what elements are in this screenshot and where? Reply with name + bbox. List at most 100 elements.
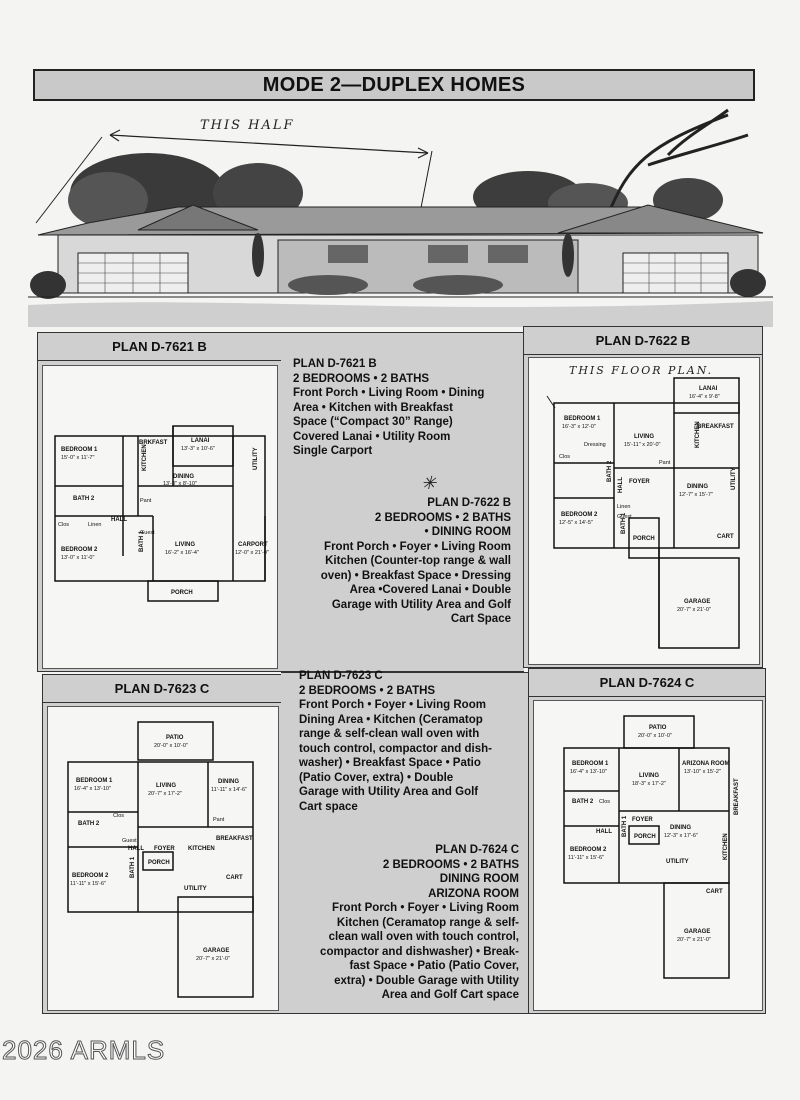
fp3-bedroom2-dim: 11'-11" x 15'-6" xyxy=(70,881,106,887)
d7624c-desc-line: Area and Golf Cart space xyxy=(381,989,519,1001)
fp1-bedroom1-dim: 15'-0" x 11'-7" xyxy=(61,455,94,461)
fp1-bath1: BATH 1 xyxy=(139,530,145,552)
fp2-bedroom2: BEDROOM 2 xyxy=(561,512,598,518)
d7623c-desc-line: (Patio Cover, extra) • Double xyxy=(299,771,454,784)
fp2-garage: GARAGE xyxy=(684,599,710,605)
footer-watermark: 2026 ARMLS xyxy=(1,1035,166,1066)
plan-d7624c-panel: PLAN D-7624 C PATIO 20'-0" x 10'-0" BEDR… xyxy=(528,668,766,1014)
fp3-hall: HALL xyxy=(128,846,144,852)
fp2-dressing: Dressing xyxy=(584,442,606,448)
fp1-living: LIVING xyxy=(175,542,195,548)
fp1-living-dim: 16'-2" x 16'-4" xyxy=(165,550,199,556)
fp2-porch: PORCH xyxy=(633,536,655,542)
fp4-bath1: BATH 1 xyxy=(622,815,628,837)
d7624c-desc-line: Kitchen (Ceramatop range & self- xyxy=(336,916,519,929)
plan-d7621b-heading: PLAN D-7621 B xyxy=(38,333,281,361)
d7624c-desc-line: DINING ROOM xyxy=(439,873,519,885)
fp2-linen: Linen xyxy=(617,504,630,510)
d7621b-desc-title: PLAN D-7621 B xyxy=(293,358,377,370)
d7624c-desc-line: extra) • Double Garage with Utility xyxy=(334,974,519,987)
d7624c-desc-line: clean wall oven with touch control, xyxy=(328,931,519,943)
plan-d7623c-heading: PLAN D-7623 C xyxy=(43,675,281,703)
fp1-kitchen: KITCHEN xyxy=(142,444,148,471)
center-description-bottom: PLAN D-7623 C 2 BEDROOMS • 2 BATHS Front… xyxy=(281,670,528,1014)
d7622b-desc-line: oven) • Breakfast Space • Dressing xyxy=(320,569,511,582)
fp4-hall: HALL xyxy=(596,829,612,835)
fp4-arizona: ARIZONA ROOM xyxy=(682,761,729,767)
fp4-clos: Clos xyxy=(599,799,610,805)
d7623c-desc-line: Garage with Utility Area and Golf xyxy=(299,786,479,798)
fp2-breakfast: BREAKFAST xyxy=(697,424,734,430)
d7621b-desc-line: Covered Lanai • Utility Room xyxy=(293,430,451,443)
d7621b-desc-line: Single Carport xyxy=(293,445,373,457)
fp2-bedroom1-dim: 16'-3" x 12'-0" xyxy=(562,424,596,430)
fp3-dining-dim: 11'-11" x 14'-6" xyxy=(211,787,247,793)
d7622b-desc-line: 2 BEDROOMS • 2 BATHS xyxy=(374,511,511,524)
d7621b-desc-line: Area • Kitchen with Breakfast xyxy=(293,401,453,414)
fp4-dining: DINING xyxy=(670,825,691,831)
plan-d7622b-floorplan-area: THIS FLOOR PLAN. BEDROOM 1 16'-3" x 12'-… xyxy=(528,357,760,665)
fp2-dining-dim: 12'-7" x 15'-7" xyxy=(679,492,713,498)
plan-d7624c-heading: PLAN D-7624 C xyxy=(529,669,765,697)
fp3-clos: Clos xyxy=(113,813,124,819)
d7621b-desc-line: 2 BEDROOMS • 2 BATHS xyxy=(293,372,430,385)
fp3-patio-dim: 20'-0" x 10'-0" xyxy=(154,743,188,749)
d7621b-description: PLAN D-7621 B 2 BEDROOMS • 2 BATHS Front… xyxy=(293,357,518,459)
fp4-patio-dim: 20'-0" x 10'-0" xyxy=(638,733,672,739)
plan-d7621b-floorplan: BEDROOM 1 15'-0" x 11'-7" BRKFAST KITCHE… xyxy=(54,425,269,602)
fp3-bedroom1: BEDROOM 1 xyxy=(76,778,113,784)
fp4-breakfast: BREAKFAST xyxy=(734,778,740,815)
d7624c-desc-line: fast Space • Patio (Patio Cover, xyxy=(349,960,519,972)
plan-d7624c-floorplan: PATIO 20'-0" x 10'-0" BEDROOM 1 16'-4" x… xyxy=(563,715,740,979)
page-title-bar: MODE 2—DUPLEX HOMES xyxy=(33,69,755,101)
plan-d7623c-floorplan: PATIO 20'-0" x 10'-0" BEDROOM 1 16'-4" x… xyxy=(67,721,254,998)
fp1-dining-dim: 13'-3" x 8'-10" xyxy=(163,481,197,487)
fp4-living: LIVING xyxy=(639,773,659,779)
fp3-living: LIVING xyxy=(156,783,176,789)
fp1-hall: HALL xyxy=(111,517,127,523)
d7623c-desc-line: Front Porch • Foyer • Living Room xyxy=(299,699,486,711)
d7621b-desc-line: Space (“Compact 30” Range) xyxy=(293,416,453,428)
d7622b-desc-title: PLAN D-7622 B xyxy=(427,497,511,509)
d7624c-desc-title: PLAN D-7624 C xyxy=(435,844,519,856)
fp1-lanai: LANAI xyxy=(191,438,210,444)
fp1-bedroom2: BEDROOM 2 xyxy=(61,547,98,553)
fp1-brkfast: BRKFAST xyxy=(139,440,168,446)
fp4-kitchen: KITCHEN xyxy=(723,833,729,860)
fp3-bedroom1-dim: 16'-4" x 13'-10" xyxy=(74,786,111,792)
plan-d7621b-floorplan-area: BEDROOM 1 15'-0" x 11'-7" BRKFAST KITCHE… xyxy=(42,365,278,669)
fp3-garage: GARAGE xyxy=(203,948,229,954)
page-title: MODE 2—DUPLEX HOMES xyxy=(262,73,526,96)
fp3-patio: PATIO xyxy=(166,735,184,741)
fp2-bedroom2-dim: 12'-5" x 14'-5" xyxy=(559,520,593,526)
center-description-top: PLAN D-7621 B 2 BEDROOMS • 2 BATHS Front… xyxy=(281,332,524,672)
fp2-bedroom1: BEDROOM 1 xyxy=(564,416,601,422)
fp4-bedroom1: BEDROOM 1 xyxy=(572,761,609,767)
fp3-garage-dim: 20'-7" x 21'-0" xyxy=(196,956,230,962)
plan-d7622b-floorplan: BEDROOM 1 16'-3" x 12'-0" LIVING 15'-11"… xyxy=(546,377,740,649)
d7622b-desc-line: Area •Covered Lanai • Double xyxy=(349,584,511,596)
d7623c-desc-line: Cart space xyxy=(299,800,358,813)
fp2-garage-dim: 20'-7" x 21'-0" xyxy=(677,607,711,613)
d7623c-desc-title: PLAN D-7623 C xyxy=(299,670,383,682)
fp3-bedroom2: BEDROOM 2 xyxy=(72,873,109,879)
plan-d7622b-heading: PLAN D-7622 B xyxy=(524,327,762,355)
fp2-bath1: BATH 1 xyxy=(621,512,627,534)
fp4-garage: GARAGE xyxy=(684,929,710,935)
star-mark: ✳ xyxy=(421,473,439,494)
d7622b-desc-line: Cart Space xyxy=(450,613,511,625)
d7623c-desc-line: touch control, compactor and dish- xyxy=(299,742,492,755)
fp2-clos: Clos xyxy=(559,454,570,460)
fp2-foyer: FOYER xyxy=(629,479,650,485)
fp3-bath1: BATH 1 xyxy=(130,856,136,878)
fp1-bedroom2-dim: 13'-0" x 11'-0" xyxy=(61,555,94,561)
fp4-bedroom1-dim: 16'-4" x 13'-10" xyxy=(570,769,607,775)
fp3-living-dim: 20'-7" x 17'-2" xyxy=(148,791,182,797)
d7623c-desc-line: 2 BEDROOMS • 2 BATHS xyxy=(299,684,436,697)
fp1-pant: Pant xyxy=(140,498,152,504)
fp4-utility: UTILITY xyxy=(666,859,689,865)
fp4-bedroom2: BEDROOM 2 xyxy=(570,847,607,853)
d7623c-desc-line: range & self-clean wall oven with xyxy=(299,728,480,740)
fp2-dining: DINING xyxy=(687,484,708,490)
d7624c-desc-line: 2 BEDROOMS • 2 BATHS xyxy=(382,858,519,871)
